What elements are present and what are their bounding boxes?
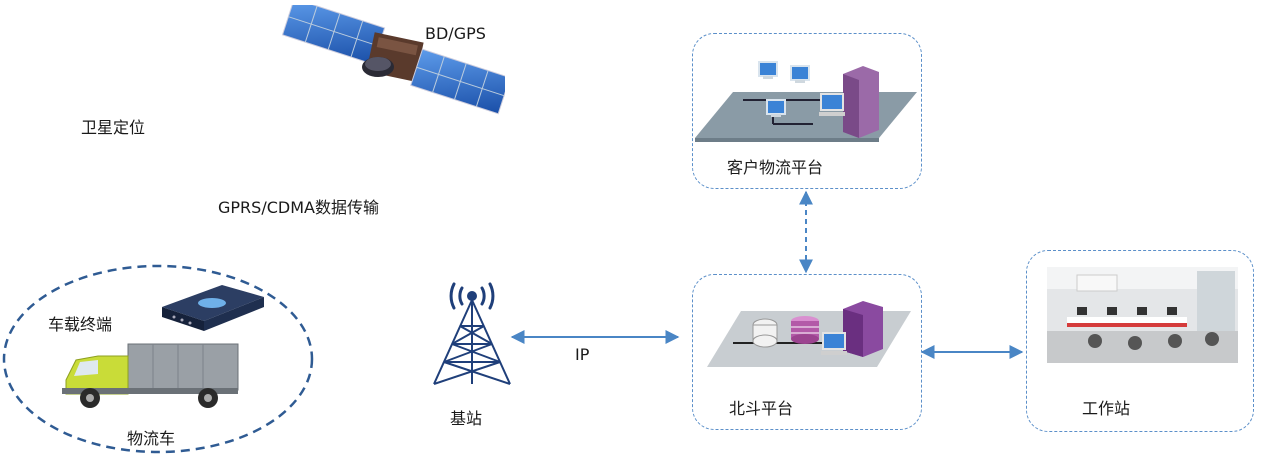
ip-link-label: IP — [575, 345, 590, 364]
customer-platform-box: 客户物流平台 — [692, 33, 922, 189]
office-photo-icon — [1047, 267, 1238, 363]
network-platform-icon — [693, 42, 921, 150]
tower-icon — [424, 278, 520, 388]
logistics-truck-label: 物流车 — [127, 429, 176, 448]
satellite-icon — [275, 5, 505, 120]
workstation-box: 工作站 — [1026, 250, 1254, 432]
terminal-device-icon — [152, 277, 270, 335]
truck-icon — [58, 340, 244, 412]
data-transmission-label: GPRS/CDMA数据传输 — [218, 198, 379, 217]
server-platform-icon — [693, 291, 921, 371]
base-station-label: 基站 — [450, 409, 483, 428]
vehicle-group — [0, 262, 316, 459]
satellite-system-label: BD/GPS — [425, 24, 486, 43]
customer-platform-label: 客户物流平台 — [727, 158, 824, 177]
beidou-platform-box: 北斗平台 — [692, 274, 922, 430]
beidou-platform-label: 北斗平台 — [729, 399, 794, 418]
satellite-positioning-label: 卫星定位 — [81, 118, 146, 137]
workstation-label: 工作站 — [1082, 399, 1131, 418]
vehicle-terminal-label: 车载终端 — [48, 315, 113, 334]
